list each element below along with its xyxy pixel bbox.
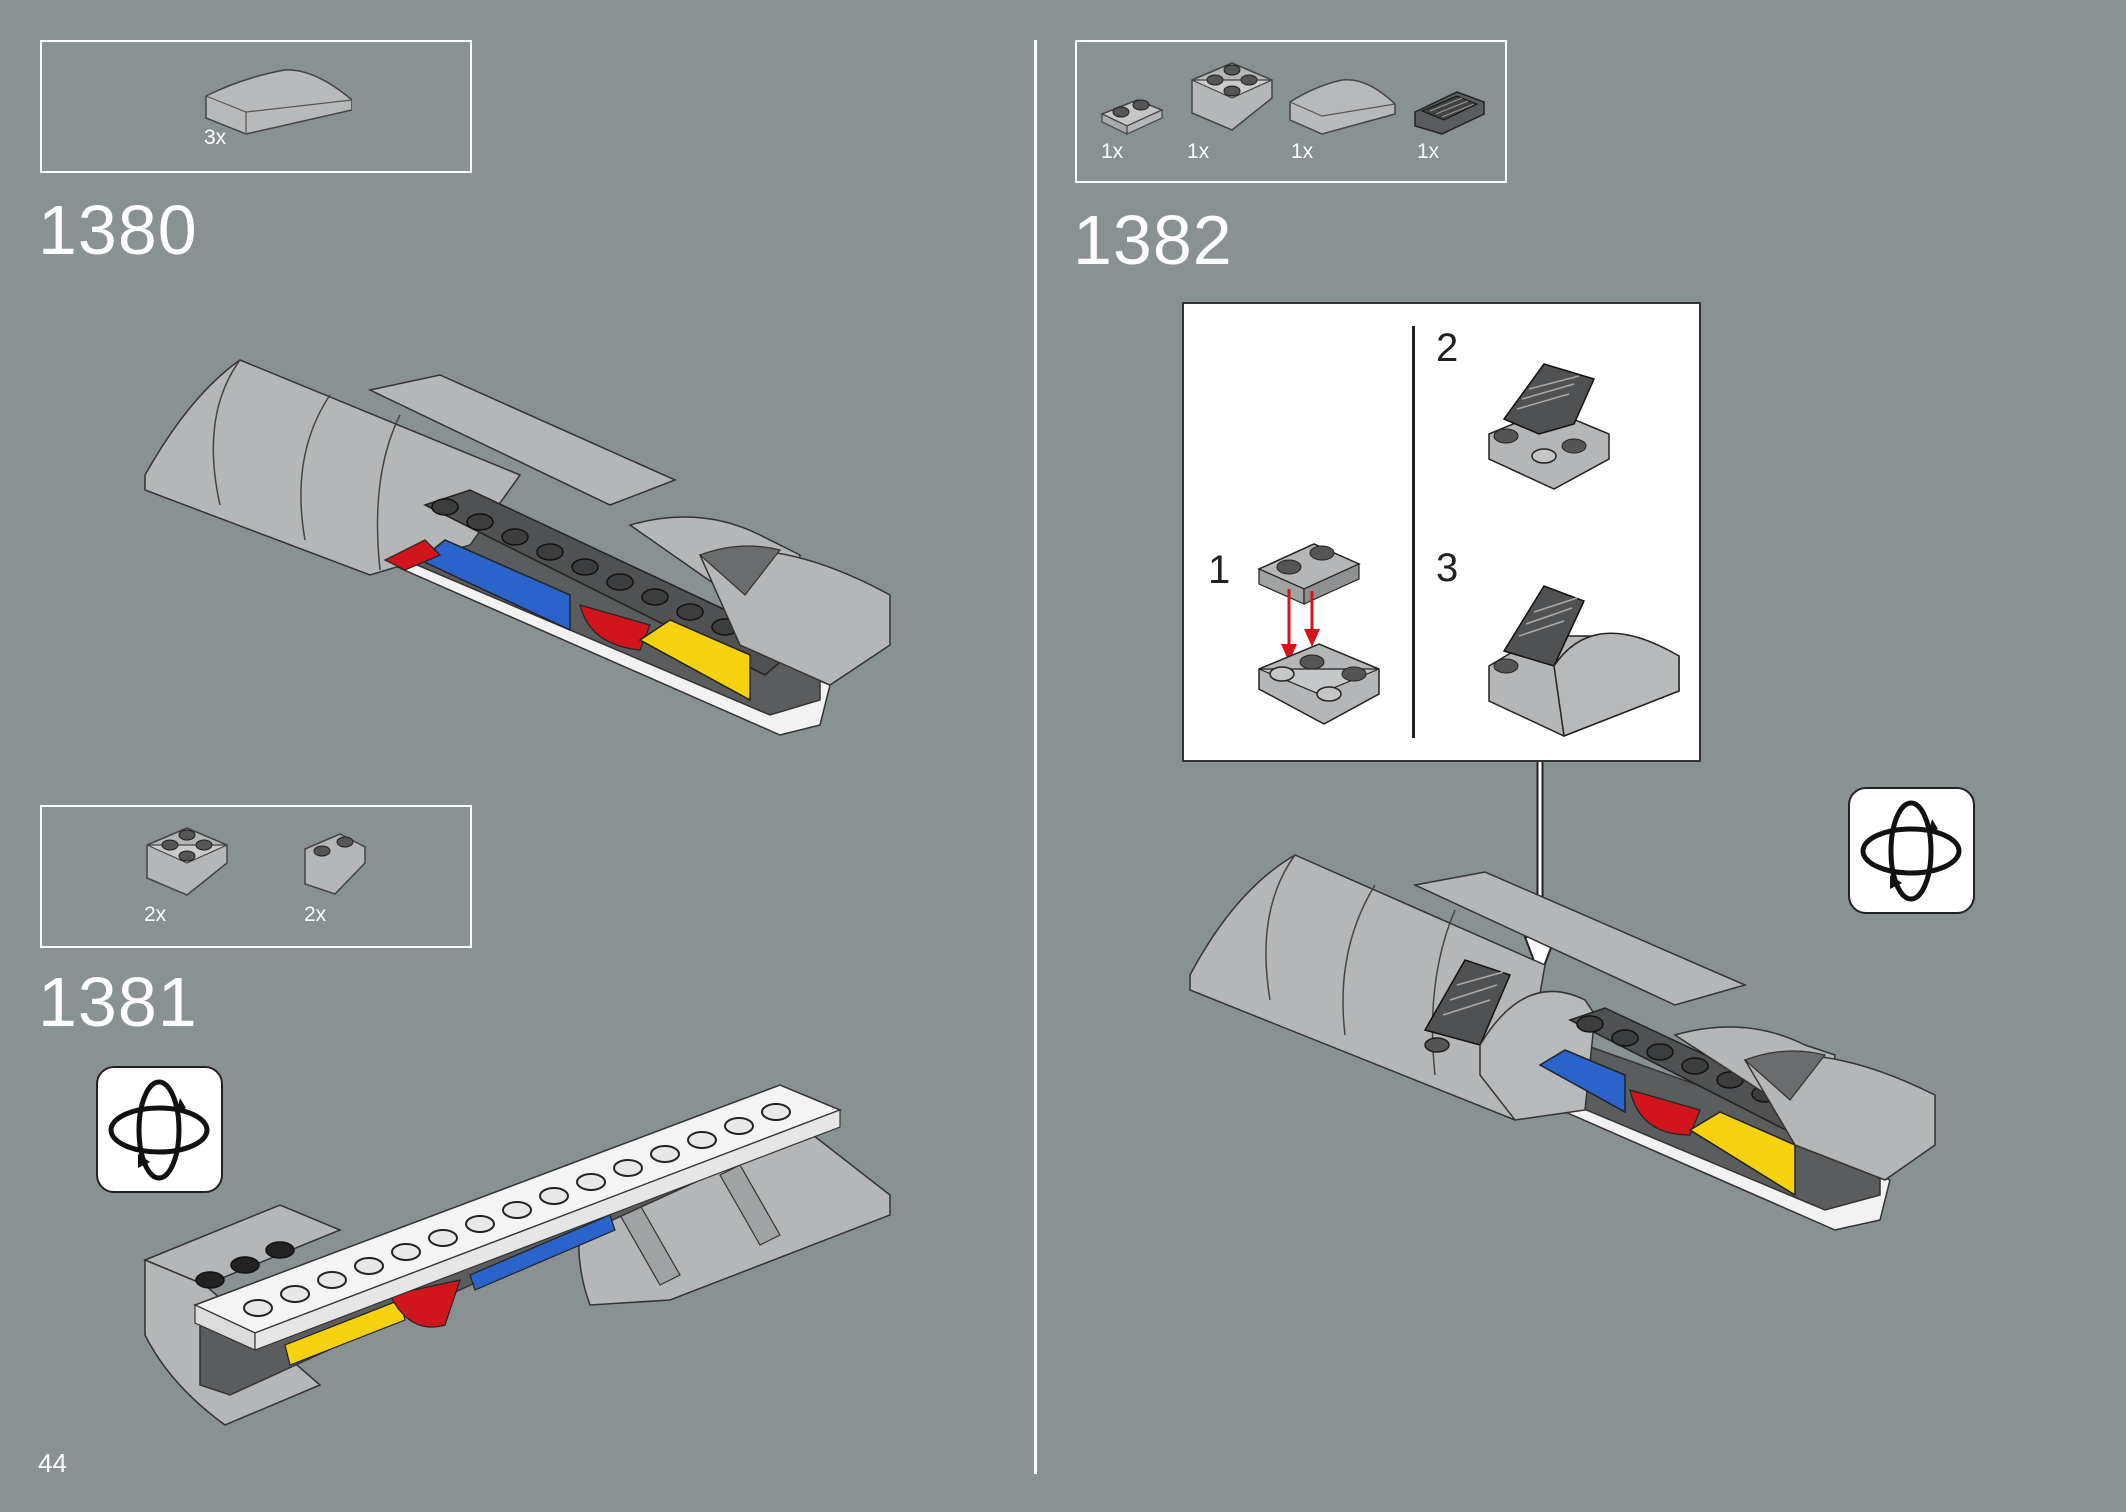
part-qty: 1x <box>1101 140 1124 163</box>
part-qty: 1x <box>1417 140 1440 163</box>
sub-step-1-parts <box>1257 543 1380 725</box>
page-number: 44 <box>38 1448 67 1478</box>
model-assembly-1381 <box>143 1084 891 1426</box>
sub-assembly-callout: 1 2 3 <box>1182 302 1701 762</box>
rotate-arrows-icon <box>1860 800 1962 902</box>
rotate-model-icon <box>1848 787 1975 914</box>
step-number-1381: 1381 <box>38 963 198 1041</box>
step-number-1380: 1380 <box>38 191 198 269</box>
model-assembly-1382 <box>1189 854 1936 1231</box>
part-qty: 2x <box>144 903 167 926</box>
inverted-slope-2x2-part-icon <box>146 827 228 896</box>
callout-divider <box>1412 326 1415 738</box>
parts-list-1381: 2x 2x <box>40 805 472 948</box>
part-qty: 3x <box>204 126 227 149</box>
sub-step-3-parts <box>1488 585 1680 738</box>
part-qty: 1x <box>1291 140 1314 163</box>
rotate-arrows-icon <box>108 1079 210 1181</box>
step-number-1382: 1382 <box>1073 201 1233 279</box>
parts-list-1382: 1x 1x 1x 1x <box>1075 40 1507 183</box>
plate-1x2-part-icon <box>1100 99 1164 135</box>
grille-slope-part-icon <box>1414 91 1485 135</box>
part-qty: 1x <box>1187 140 1210 163</box>
sub-step-number-2: 2 <box>1436 326 1459 370</box>
sub-step-number-3: 3 <box>1436 546 1459 590</box>
part-qty: 2x <box>304 903 327 926</box>
page-divider <box>1034 40 1037 1474</box>
sub-step-2-parts <box>1488 363 1610 490</box>
model-assembly-1380 <box>144 359 891 736</box>
curved-slope-part-icon <box>205 69 352 135</box>
curved-slope-part-icon <box>1289 78 1396 135</box>
inverted-slope-2x2-part-icon <box>1191 62 1273 131</box>
rotate-model-icon <box>96 1066 223 1193</box>
inverted-slope-1x2-part-icon <box>304 833 366 895</box>
sub-step-number-1: 1 <box>1208 548 1231 592</box>
parts-list-1380: 3x <box>40 40 472 173</box>
